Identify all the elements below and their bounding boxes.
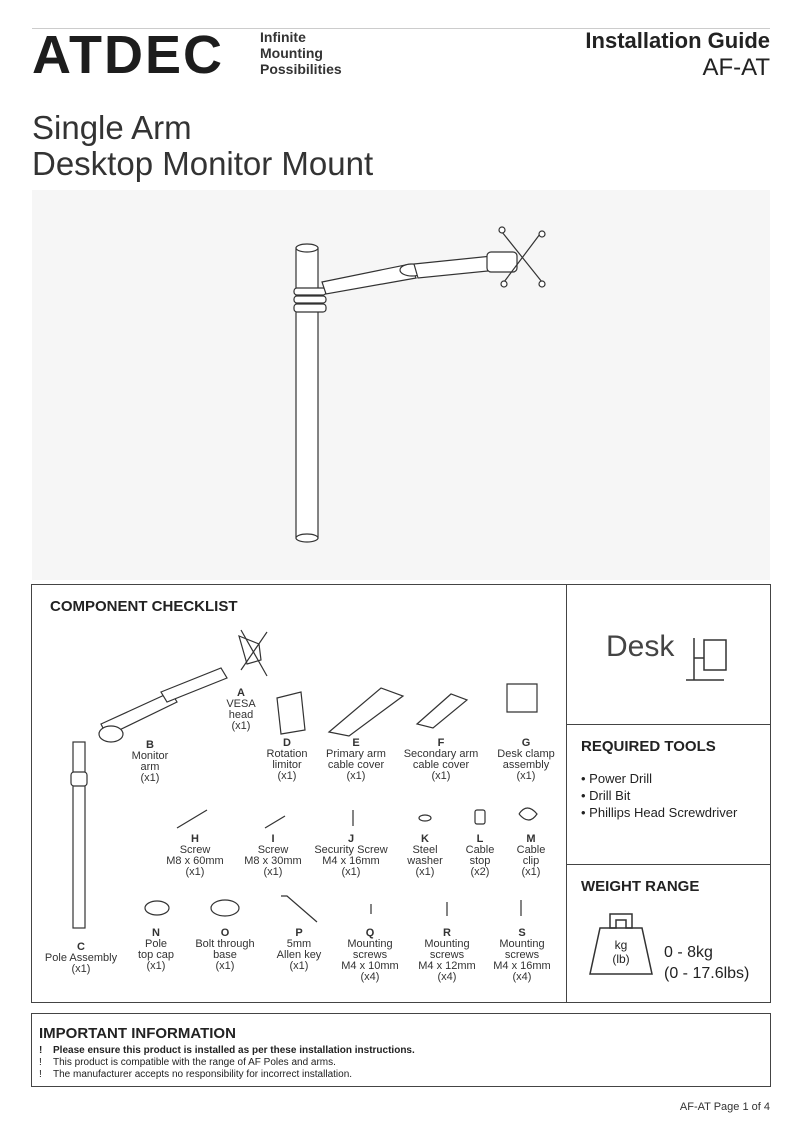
component-label: R Mounting screws M4 x 12mm (x4) bbox=[418, 927, 476, 983]
screw-i-shape bbox=[264, 815, 286, 829]
component-checklist-panel bbox=[31, 584, 771, 1003]
component-label: C Pole Assembly (x1) bbox=[44, 941, 118, 975]
desk-icon bbox=[686, 638, 727, 681]
component-label: J Security Screw M4 x 16mm (x1) bbox=[314, 833, 388, 878]
component-label: M Cable clip (x1) bbox=[516, 833, 546, 878]
component-label: S Mounting screws M4 x 16mm (x4) bbox=[493, 927, 551, 983]
component-label: K Steel washer (x1) bbox=[407, 833, 443, 878]
tool-item: • Power Drill bbox=[581, 771, 653, 786]
vesa-head-shape bbox=[240, 629, 268, 677]
rotation-limitor-shape bbox=[276, 691, 306, 735]
component-label: D Rotation limitor (x1) bbox=[266, 737, 308, 782]
page-footer: AF-AT Page 1 of 4 bbox=[679, 1101, 770, 1113]
monitor-arm-shape bbox=[160, 667, 228, 703]
cable-stop-shape bbox=[474, 809, 486, 825]
brand-tagline: Infinite Mounting Possibilities bbox=[260, 29, 342, 77]
pole-assembly-shape bbox=[70, 771, 88, 787]
secondary-arm-shape bbox=[413, 255, 499, 279]
component-label: H Screw M8 x 60mm (x1) bbox=[166, 833, 224, 878]
vesa-hole-shape bbox=[538, 230, 546, 238]
info-line: !This product is compatible with the ran… bbox=[39, 1057, 336, 1068]
important-info-title: IMPORTANT INFORMATION bbox=[39, 1025, 236, 1042]
allen-key-shape bbox=[281, 895, 318, 923]
weight-icon bbox=[589, 913, 653, 975]
pole-cap-shape bbox=[295, 243, 319, 253]
primary-cable-cover-shape bbox=[327, 687, 405, 737]
vesa-hole-shape bbox=[500, 280, 508, 288]
sidebar-panel bbox=[566, 584, 771, 1003]
secondary-cable-cover-shape bbox=[415, 693, 469, 729]
collar-shape bbox=[293, 295, 327, 304]
required-tools-title: REQUIRED TOOLS bbox=[581, 738, 716, 755]
pole-shape bbox=[295, 299, 319, 539]
bolt-through-base-shape bbox=[210, 899, 240, 917]
component-label: Q Mounting screws M4 x 10mm (x4) bbox=[341, 927, 399, 983]
component-label: B Monitor arm (x1) bbox=[131, 739, 169, 784]
brand-logo: ATDEC bbox=[32, 25, 224, 85]
checklist-title: COMPONENT CHECKLIST bbox=[50, 598, 238, 615]
vesa-hole-shape bbox=[538, 280, 546, 288]
info-line: !Please ensure this product is installed… bbox=[39, 1045, 415, 1056]
tilt-head-shape bbox=[486, 251, 518, 273]
washer-shape bbox=[418, 814, 432, 822]
section-divider bbox=[566, 864, 771, 865]
component-label: F Secondary arm cable cover (x1) bbox=[403, 737, 479, 782]
primary-arm-shape bbox=[321, 263, 417, 295]
component-label: A VESA head (x1) bbox=[226, 687, 256, 732]
component-label: N Pole top cap (x1) bbox=[137, 927, 175, 972]
tagline-line: Possibilities bbox=[260, 61, 342, 77]
component-label: I Screw M8 x 30mm (x1) bbox=[244, 833, 302, 878]
guide-label: Installation Guide bbox=[585, 28, 770, 53]
component-label: E Primary arm cable cover (x1) bbox=[326, 737, 386, 782]
component-label: P 5mm Allen key (x1) bbox=[276, 927, 322, 972]
title-line: Desktop Monitor Mount bbox=[32, 145, 374, 182]
pole-assembly-shape bbox=[72, 741, 86, 929]
title-line: Single Arm bbox=[32, 109, 192, 146]
important-info-list: !Please ensure this product is installed… bbox=[39, 1045, 415, 1081]
important-info-panel bbox=[31, 1013, 771, 1087]
vesa-hole-shape bbox=[498, 226, 506, 234]
screw-h-shape bbox=[176, 809, 208, 829]
pole-top-cap-shape bbox=[144, 900, 170, 916]
model-number: AF-AT bbox=[702, 54, 770, 81]
info-line: !The manufacturer accepts no responsibil… bbox=[39, 1069, 353, 1080]
component-label: G Desk clamp assembly (x1) bbox=[497, 737, 555, 782]
component-label: L Cable stop (x2) bbox=[465, 833, 495, 878]
collar-shape bbox=[293, 287, 327, 296]
section-divider bbox=[566, 724, 771, 725]
tool-item: • Drill Bit bbox=[581, 788, 631, 803]
vesa-head-shape bbox=[238, 634, 262, 665]
vesa-plate-shape bbox=[501, 231, 543, 283]
component-label: O Bolt through base (x1) bbox=[195, 927, 255, 972]
tool-item: • Phillips Head Screwdriver bbox=[581, 805, 738, 820]
page-title: Single Arm Desktop Monitor Mount bbox=[32, 110, 373, 182]
monitor-arm-shape bbox=[98, 725, 124, 743]
collar-shape bbox=[293, 303, 327, 313]
tagline-line: Infinite bbox=[260, 29, 306, 45]
monitor-mount-drawing bbox=[293, 226, 546, 543]
header-rule bbox=[32, 28, 770, 29]
weight-unit: kg (lb) bbox=[612, 938, 630, 966]
desk-label: Desk bbox=[606, 630, 675, 663]
cable-clip-shape bbox=[518, 807, 538, 821]
component-drawings bbox=[70, 629, 538, 929]
desk-clamp-shape bbox=[506, 683, 538, 713]
weight-value: 0 - 8kg (0 - 17.6lbs) bbox=[664, 944, 750, 982]
pole-base-shape bbox=[295, 533, 319, 543]
weight-range-title: WEIGHT RANGE bbox=[581, 878, 700, 895]
tagline-line: Mounting bbox=[260, 45, 323, 61]
product-illustration bbox=[32, 190, 770, 580]
required-tools-list: • Power Drill • Drill Bit • Phillips Hea… bbox=[581, 770, 737, 821]
